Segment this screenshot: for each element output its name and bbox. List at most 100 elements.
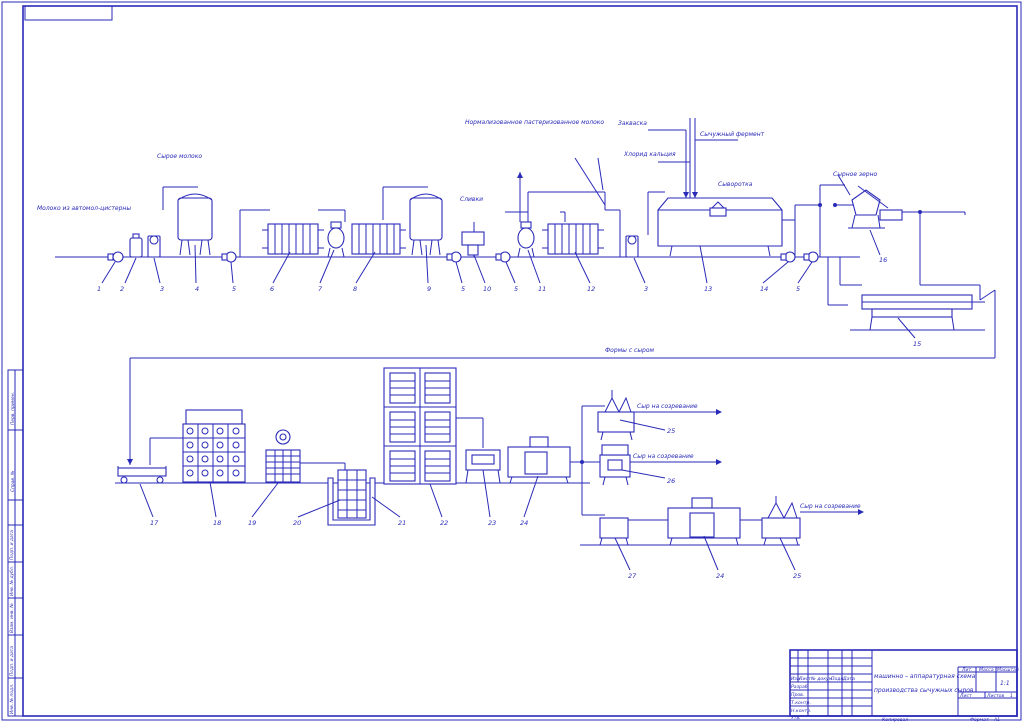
- side-inv-dubl: Инв. № дубл.: [9, 566, 15, 596]
- tb-utv: Утв.: [791, 715, 801, 721]
- num-1: 1: [97, 285, 101, 293]
- num-15: 15: [913, 340, 921, 348]
- num-21: 21: [398, 519, 406, 527]
- num-24b: 24: [716, 572, 724, 580]
- tb-lit: Лит.: [961, 667, 973, 673]
- label-cheese-molds: Формы с сыром: [605, 347, 655, 354]
- label-to-ripening-3: Сыр на созревание: [800, 503, 861, 510]
- side-sprav: Справ. №: [10, 470, 16, 492]
- tb-massa: Масса: [979, 667, 994, 673]
- tb-tkontr: Т.контр.: [791, 700, 811, 706]
- label-calcium-chloride: Хлорид кальция: [623, 151, 676, 158]
- vessel-10: [461, 231, 485, 256]
- position-numbers: 1 2 3 4 5 6 7 8 9 5 10 5 11 12 3 13 14 5…: [97, 256, 921, 580]
- turner-19: [265, 429, 301, 483]
- label-to-ripening-1: Сыр на созревание: [637, 403, 698, 410]
- pump-5d: [803, 251, 819, 263]
- packer-26: [599, 444, 722, 486]
- num-22: 22: [440, 519, 448, 527]
- tb-col-izm: Изм.: [791, 676, 802, 682]
- label-normalized-milk: Нормализованное пастеризованное молоко: [465, 119, 604, 126]
- num-6: 6: [270, 285, 274, 293]
- tb-kopiroval: Копировал: [882, 717, 908, 723]
- tb-nkontr: Н.контр.: [791, 708, 812, 714]
- tb-format-value: А1: [993, 717, 1000, 723]
- plate-unit-6: [262, 223, 324, 255]
- flow-labels: Молоко из автомол-цистерны Сырое молоко …: [37, 119, 878, 510]
- num-18: 18: [213, 519, 221, 527]
- pump-5a: [221, 251, 237, 263]
- label-source-milk: Молоко из автомол-цистерны: [37, 205, 131, 212]
- coating-machine-24b: [667, 497, 741, 546]
- side-podp-data-1: Подп. и дата: [9, 530, 15, 560]
- num-24a: 24: [520, 519, 528, 527]
- num-12: 12: [587, 285, 595, 293]
- num-27: 27: [628, 572, 637, 580]
- pump-5c: [495, 251, 511, 263]
- equipment-row-2: [115, 367, 864, 546]
- dryer-27: [599, 517, 629, 546]
- top-corner-stamp: [24, 5, 113, 21]
- coating-machine-24a: [507, 436, 571, 484]
- drainer-16: [848, 185, 903, 229]
- leader-lines: [101, 157, 916, 571]
- label-starter: Закваска: [618, 120, 647, 127]
- num-9: 9: [427, 285, 431, 293]
- label-whey: Сыворотка: [718, 181, 753, 188]
- side-perv-primen: Перв. примен.: [10, 392, 16, 425]
- num-14: 14: [760, 285, 768, 293]
- tank-9: [409, 193, 443, 256]
- num-5a: 5: [232, 285, 236, 293]
- tb-format: Формат: [970, 717, 989, 723]
- tb-title-line2: производства сычужных сыров: [874, 687, 974, 694]
- molding-machine-15: [850, 294, 985, 331]
- side-stamp: Перв. примен. Справ. № Подп. и дата Инв.…: [7, 369, 24, 717]
- num-17: 17: [150, 519, 159, 527]
- num-25a: 25: [667, 427, 675, 435]
- label-cheese-grain: Сырное зерно: [833, 171, 878, 178]
- dryer-23: [465, 449, 501, 484]
- plate-unit-8: [351, 223, 406, 255]
- separator-7: [327, 221, 345, 258]
- cart-17: [117, 466, 167, 484]
- num-10: 10: [483, 285, 491, 293]
- num-13: 13: [704, 285, 712, 293]
- num-7: 7: [318, 285, 323, 293]
- num-2: 2: [120, 285, 124, 293]
- num-26: 26: [667, 477, 675, 485]
- num-3b: 3: [644, 285, 648, 293]
- label-rennet: Сычужный фермент: [700, 131, 765, 138]
- num-5b: 5: [461, 285, 465, 293]
- label-raw-milk: Сырое молоко: [157, 153, 202, 160]
- tb-sheets-value: 1: [1010, 693, 1013, 699]
- brine-pool-20: [327, 469, 376, 526]
- cheese-vat-13: [657, 197, 783, 257]
- num-5d: 5: [796, 285, 800, 293]
- num-16: 16: [879, 256, 887, 264]
- tank-4: [177, 193, 213, 256]
- num-20: 20: [293, 519, 301, 527]
- tb-sheet-label: Лист: [959, 693, 972, 699]
- tb-col-doc: № докум.: [810, 676, 834, 682]
- label-to-ripening-2: Сыр на созревание: [633, 453, 694, 460]
- packer-25b: [761, 496, 864, 546]
- tb-col-date: Дата: [842, 676, 855, 682]
- meter-3a: [147, 235, 161, 258]
- num-8: 8: [353, 285, 357, 293]
- num-25b: 25: [793, 572, 801, 580]
- tb-sheets-label: Листов: [986, 693, 1004, 699]
- tb-razrab: Разраб.: [791, 684, 809, 690]
- pump-14: [780, 251, 796, 263]
- tb-title-line1: машинно – аппаратурная схема: [874, 673, 976, 680]
- title-block: Изм. Лист № докум. Подп. Дата Разраб. Пр…: [789, 649, 1019, 723]
- meter-3b: [625, 235, 639, 258]
- tb-col-sign: Подп.: [831, 676, 845, 682]
- num-3a: 3: [160, 285, 164, 293]
- num-23: 23: [488, 519, 496, 527]
- pump-1: [107, 251, 124, 263]
- packer-25a: [597, 390, 722, 441]
- separator-11: [517, 221, 535, 258]
- num-4: 4: [195, 285, 199, 293]
